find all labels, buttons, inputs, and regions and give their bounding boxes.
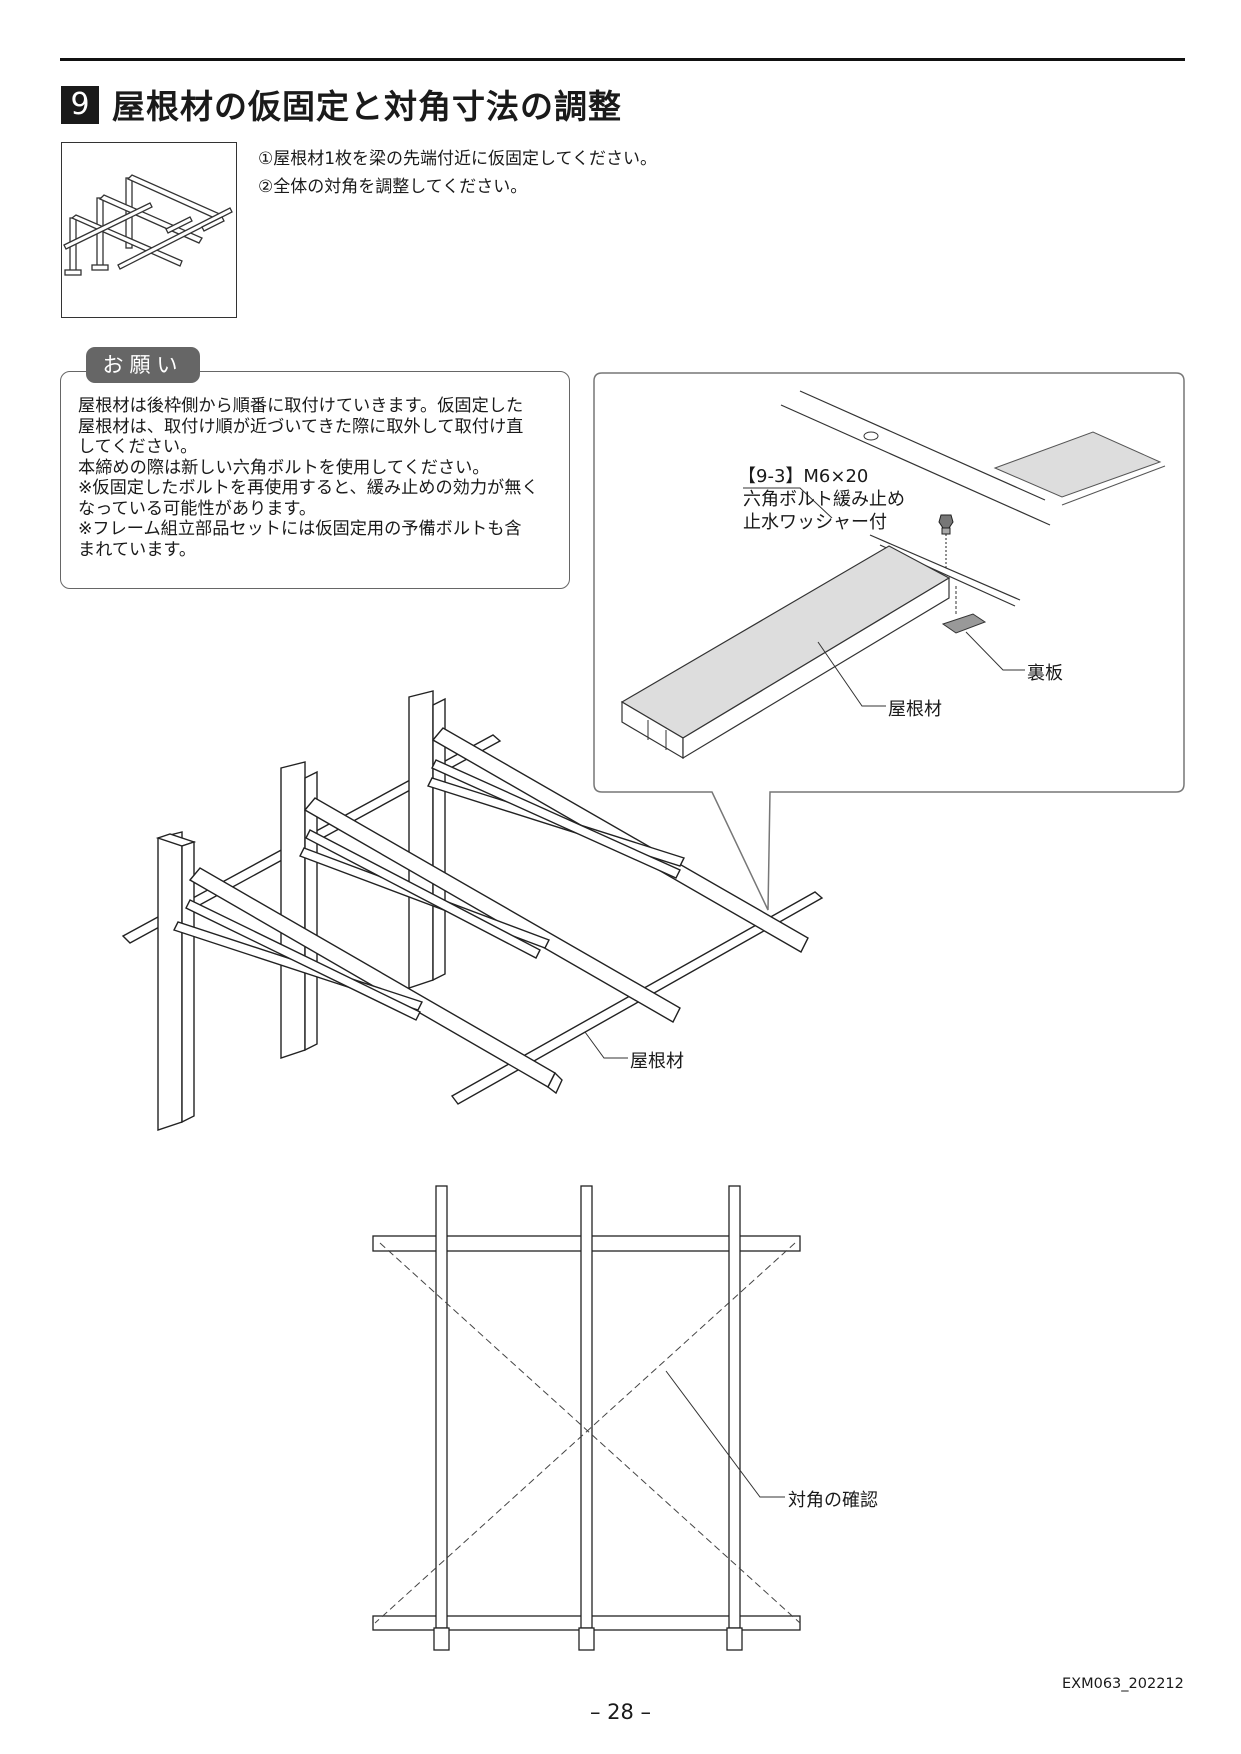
request-line: してください。: [78, 437, 198, 457]
thumbnail-image: [61, 142, 237, 318]
instruction-2: ②全体の対角を調整してください。: [258, 177, 528, 197]
main-roof-label: 屋根材: [630, 1051, 684, 1072]
step-number: 9: [61, 86, 99, 124]
beam: [303, 797, 681, 1023]
diagonal-check-label: 対角の確認: [788, 1490, 878, 1511]
request-line: 屋根材は、取付け順が近づいてきた際に取外して取付け直: [78, 416, 524, 437]
detail-roof-label: 屋根材: [888, 699, 942, 720]
request-line: 屋根材は後枠側から順番に取付けていきます。仮固定した: [78, 396, 524, 416]
beam: [188, 867, 556, 1088]
post: [280, 761, 306, 1059]
plan-post: [728, 1185, 741, 1629]
main-frame: [121, 690, 824, 1131]
request-line: なっている可能性があります。: [78, 498, 317, 519]
request-line: ※フレーム組立部品セットには仮固定用の予備ボルトも含: [78, 519, 522, 539]
detail-upper-panel: [993, 431, 1162, 498]
detail-bolt-head-top: [863, 431, 879, 441]
post: [157, 831, 183, 1131]
bolt-icon: [938, 514, 954, 570]
request-line: ※仮固定したボルトを再使用すると、緩み止めの効力が無く: [78, 478, 539, 498]
page-title: 屋根材の仮固定と対角寸法の調整: [112, 87, 622, 126]
request-text: 屋根材は後枠側から順番に取付けていきます。仮固定した 屋根材は、取付け順が近づい…: [78, 396, 568, 560]
post: [408, 690, 434, 989]
back-plate: [941, 613, 987, 634]
request-tab: お願い: [86, 347, 200, 383]
request-line: まれています。: [78, 539, 197, 560]
back-plate-label: 裏板: [1027, 663, 1063, 684]
document-code: EXM063_202212: [1062, 1676, 1184, 1692]
bolt-label-3: 止水ワッシャー付: [743, 512, 887, 533]
detail-beam: [780, 390, 1051, 607]
bolt-label-1: 【9-3】M6×20: [738, 466, 869, 487]
plan-view: [372, 1185, 801, 1651]
page-number: – 28 –: [589, 1700, 652, 1724]
plan-post: [435, 1185, 448, 1629]
thumbnail-frame-drawing: [63, 174, 233, 276]
detail-callout-frame: [593, 372, 1185, 911]
request-line: 本締めの際は新しい六角ボルトを使用してください。: [78, 457, 490, 478]
instruction-1: ①屋根材1枚を梁の先端付近に仮固定してください。: [258, 149, 658, 169]
header-rule: [60, 58, 1185, 61]
plan-diagonals: [374, 1242, 801, 1624]
bolt-label-2: 六角ボルト緩み止め: [743, 489, 905, 510]
request-box: [60, 371, 570, 589]
plan-post: [580, 1185, 593, 1629]
